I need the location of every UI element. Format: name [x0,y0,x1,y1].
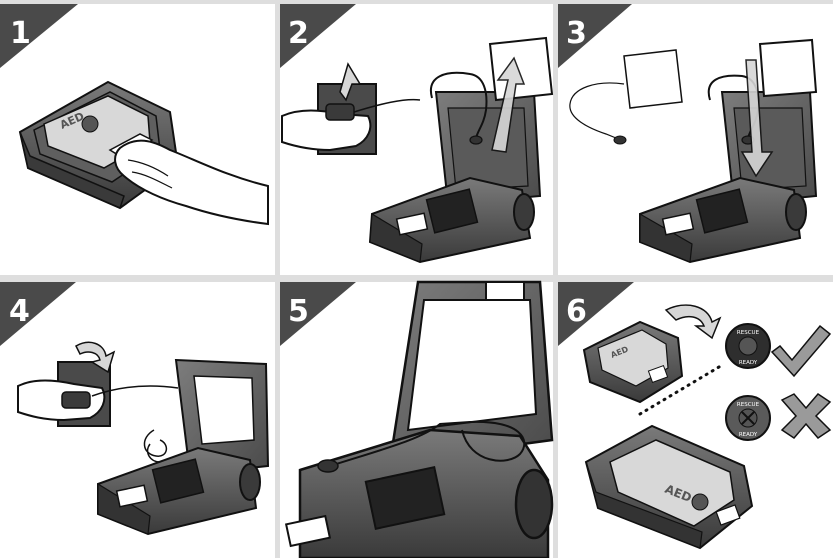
ready-label: READY [739,360,758,366]
hand-icon [18,381,104,421]
rescue-label: RESCUE [737,402,760,408]
pad-sheet [490,38,552,100]
empty-lid-window [408,300,536,430]
hinge-knob [514,194,534,230]
spare-pad-sheet [624,50,682,108]
heart-logo-icon [692,494,708,510]
connector-plug [326,104,354,120]
ready-label: READY [739,432,758,438]
rescue-label: RESCUE [737,330,760,336]
step-6-number: 6 [566,294,587,329]
step-5-number: 5 [288,294,309,329]
hinge-knob [516,470,552,538]
step-2-number: 2 [288,16,309,51]
step-3-number: 3 [566,16,587,51]
step-4-number: 4 [9,294,30,329]
gutter-horizontal [0,275,833,282]
step-1-number: 1 [10,16,31,51]
empty-lid-window [194,376,254,444]
heart-logo-icon [82,116,98,132]
pad-sheet-3 [760,40,816,96]
top-gutter [0,0,833,4]
